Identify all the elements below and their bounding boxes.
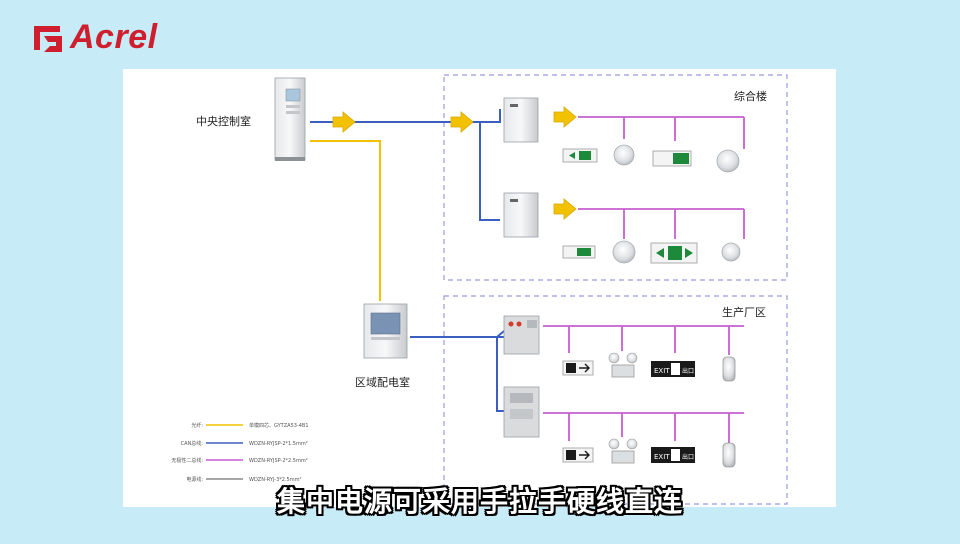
ceiling-lamp-icon <box>613 144 635 166</box>
legend: 光纤: 单模四芯、GYTZA53-4B1 CAN总线: WDZN-RYJSP-2… <box>171 422 308 483</box>
arrow-icon <box>332 111 356 133</box>
central-power-supply-1 <box>503 97 539 143</box>
logo-text: Acrel <box>70 18 158 56</box>
arrow-icon <box>553 198 577 220</box>
exit-text: EXIT <box>654 453 670 461</box>
exit-text: EXIT <box>654 367 670 375</box>
explosion-proof-power-2 <box>503 386 540 438</box>
central-control-cabinet <box>274 77 306 161</box>
exit-sign-fixture: EXIT 出口 <box>651 447 695 463</box>
production-area-label: 生产厂区 <box>722 305 766 319</box>
legend-spec: WDZN-RYJSP-2*1.5mm² <box>249 441 308 447</box>
acrel-logo-icon <box>34 25 62 52</box>
regional-distribution-panel <box>363 303 408 359</box>
exit-sign-fixture: EXIT 出口 <box>651 361 695 377</box>
exit-sign-fixture <box>652 150 692 167</box>
complex-building-label: 综合楼 <box>734 89 767 103</box>
arrow-icon <box>450 111 474 133</box>
exit-sign-fixture <box>562 360 594 376</box>
video-subtitle: 集中电源可采用手拉手硬线直连 <box>276 485 683 518</box>
exit-sign-fixture <box>650 242 698 264</box>
legend-spec: WDZN-RYJSP-2*2.5mm² <box>249 458 308 464</box>
legend-spec: WDZN-RYJ-3*2.5mm² <box>249 477 301 483</box>
legend-name: 无极性二总线: <box>171 457 203 464</box>
can-bus-lines <box>310 109 505 412</box>
acrel-logo: Acrel <box>30 18 158 57</box>
explosion-proof-power-1 <box>503 315 540 355</box>
central-power-supply-2 <box>503 192 539 238</box>
fiber-lines <box>310 140 381 301</box>
production-area-zone <box>443 295 788 505</box>
twin-head-emergency-light <box>608 352 638 378</box>
ceiling-lamp-icon <box>716 149 740 173</box>
central-control-room-label: 中央控制室 <box>196 114 251 128</box>
ceiling-lamp-icon <box>612 240 636 264</box>
regional-distribution-room-label: 区域配电室 <box>355 375 410 389</box>
ceiling-lamp-icon <box>721 242 741 262</box>
exit-sign-fixture <box>562 245 596 259</box>
emergency-light-fixture <box>722 442 736 468</box>
legend-name: 光纤: <box>191 422 203 429</box>
legend-spec: 单模四芯、GYTZA53-4B1 <box>249 422 309 429</box>
exit-cn-text: 出口 <box>682 367 694 375</box>
exit-sign-fixture <box>562 148 598 163</box>
exit-sign-fixture <box>562 447 594 463</box>
exit-cn-text: 出口 <box>682 453 694 461</box>
complex-building-zone <box>443 74 788 281</box>
system-diagram: EXIT 出口 EXIT 出口 中央控制室 区域配电室 综合楼 生产厂区 光纤:… <box>171 74 788 505</box>
twin-head-emergency-light <box>608 438 638 464</box>
legend-name: CAN总线: <box>181 440 204 447</box>
diagram-panel: EXIT 出口 EXIT 出口 中央控制室 区域配电室 综合楼 生产厂区 光纤:… <box>123 69 836 507</box>
emergency-light-fixture <box>722 356 736 382</box>
arrow-icon <box>553 106 577 128</box>
two-bus-lines <box>543 116 745 443</box>
legend-name: 电源线: <box>186 476 203 483</box>
